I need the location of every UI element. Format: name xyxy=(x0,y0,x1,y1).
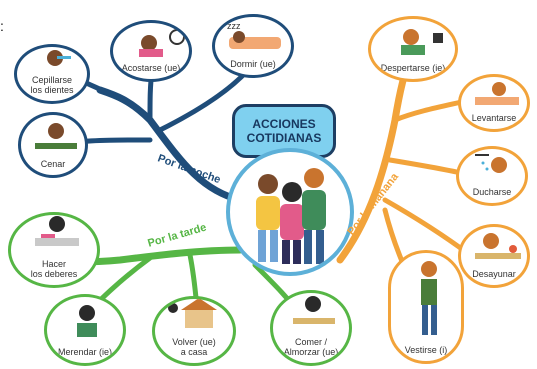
bubble-levantarse: Levantarse xyxy=(458,74,530,132)
homework-icon xyxy=(35,216,79,246)
bubble-dormir: zzz Dormir (ue) xyxy=(212,14,294,78)
label-vestirse: Vestirse (i) xyxy=(404,345,448,355)
label-deberes: Hacer los deberes xyxy=(30,259,78,279)
svg-text:zzz: zzz xyxy=(227,21,241,31)
waking-up-icon xyxy=(401,29,443,55)
label-merendar: Merendar (ie) xyxy=(57,347,113,357)
shower-icon xyxy=(475,154,507,173)
going-to-bed-icon xyxy=(139,29,185,57)
label-ducharse: Ducharse xyxy=(472,187,512,197)
lunch-icon xyxy=(293,296,335,324)
bubble-ducharse: Ducharse xyxy=(456,146,528,206)
label-comer: Comer / Almorzar (ue) xyxy=(283,337,339,357)
label-volver: Volver (ue) a casa xyxy=(172,337,216,357)
bubble-deberes: Hacer los deberes xyxy=(8,212,100,288)
getting-dressed-icon xyxy=(421,261,437,335)
bubble-cepillarse: Cepillarse los dientes xyxy=(14,44,90,104)
title-box: ACCIONES COTIDIANAS xyxy=(232,104,336,158)
snack-icon xyxy=(77,305,97,337)
bubble-merendar: Merendar (ie) xyxy=(44,294,126,366)
brushing-teeth-icon xyxy=(47,50,71,66)
people-group-icon xyxy=(256,168,326,264)
label-levantarse: Levantarse xyxy=(471,113,517,123)
bubble-cenar: Cenar xyxy=(18,112,88,178)
dinner-icon xyxy=(35,123,77,149)
label-despertarse: Despertarse (ie) xyxy=(380,63,446,73)
bubble-desayunar: Desayunar xyxy=(458,224,530,288)
bubble-comer: Comer / Almorzar (ue) xyxy=(270,290,352,366)
title-line-1: ACCIONES xyxy=(252,117,316,131)
label-cepillarse: Cepillarse los dientes xyxy=(30,75,74,95)
label-acostarse: Acostarse (ue) xyxy=(121,63,181,73)
corner-mark: : xyxy=(0,18,4,34)
label-desayunar: Desayunar xyxy=(472,269,516,279)
going-home-icon xyxy=(168,299,217,328)
bubble-vestirse: Vestirse (i) xyxy=(388,250,464,364)
breakfast-icon xyxy=(475,233,521,259)
night-branch-cenar xyxy=(75,137,153,145)
sleeping-icon: zzz xyxy=(227,21,281,49)
label-cenar: Cenar xyxy=(40,159,66,169)
night-branch-main xyxy=(96,86,244,204)
title-line-2: COTIDIANAS xyxy=(246,131,322,145)
getting-up-icon xyxy=(475,82,519,105)
bubble-despertarse: Despertarse (ie) xyxy=(368,16,458,82)
bubble-volver: Volver (ue) a casa xyxy=(152,296,236,366)
night-branch-cepillarse xyxy=(77,77,153,123)
center-illustration xyxy=(226,148,354,276)
label-dormir: Dormir (ue) xyxy=(230,59,276,69)
bubble-acostarse: Acostarse (ue) xyxy=(110,20,192,82)
